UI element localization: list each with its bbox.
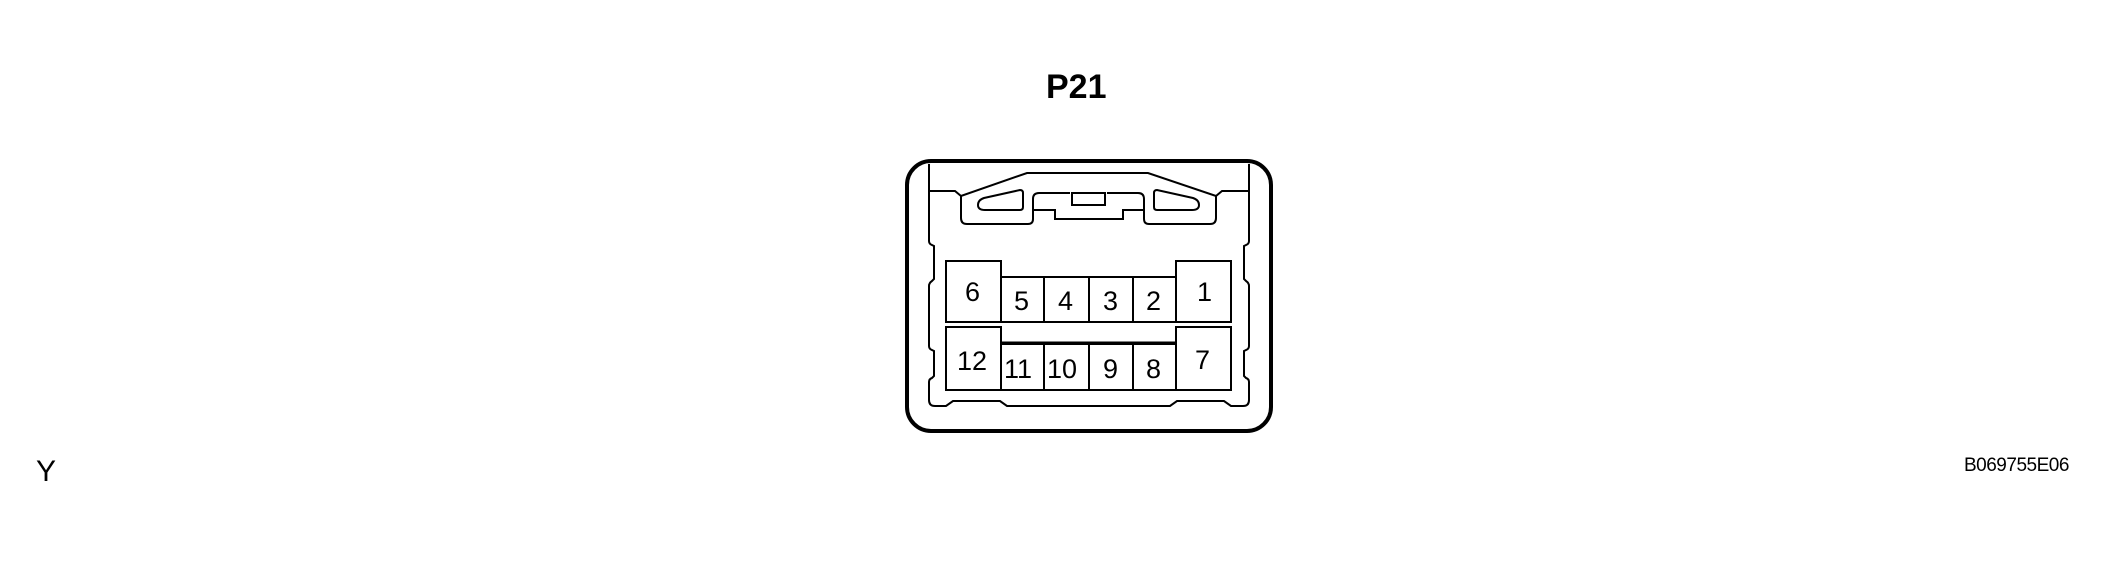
pin-label-2: 2: [1146, 286, 1161, 316]
connector-housing-inner: [928, 164, 1250, 407]
pin-label-7: 7: [1195, 345, 1210, 375]
pin-7-cavity: [1175, 326, 1232, 391]
pin-label-8: 8: [1146, 354, 1161, 384]
view-direction-label: Y: [36, 455, 57, 488]
pin-label-11: 11: [1004, 354, 1032, 384]
pin-label-4: 4: [1058, 286, 1073, 316]
latch-right-slot: [1153, 188, 1201, 211]
pin-label-3: 3: [1103, 286, 1118, 316]
pin-label-12: 12: [957, 346, 987, 376]
pin-row-bottom: [945, 326, 1232, 391]
pin-label-6: 6: [965, 277, 980, 307]
pin-label-9: 9: [1103, 354, 1118, 384]
pin-label-5: 5: [1014, 286, 1029, 316]
latch-outline: [929, 172, 1249, 225]
pin-1-cavity: [1175, 260, 1232, 323]
latch-center-tab: [1071, 192, 1106, 206]
latch-center-notch: [1033, 209, 1144, 220]
latch-left-slot: [976, 188, 1024, 211]
pin-label-1: 1: [1197, 277, 1212, 307]
connector-title: P21: [1046, 68, 1107, 106]
connector-housing-outer: [905, 159, 1273, 433]
figure-id: B069755E06: [1964, 455, 2069, 476]
pin-label-10: 10: [1047, 354, 1077, 384]
pin-row-top: [945, 260, 1232, 323]
